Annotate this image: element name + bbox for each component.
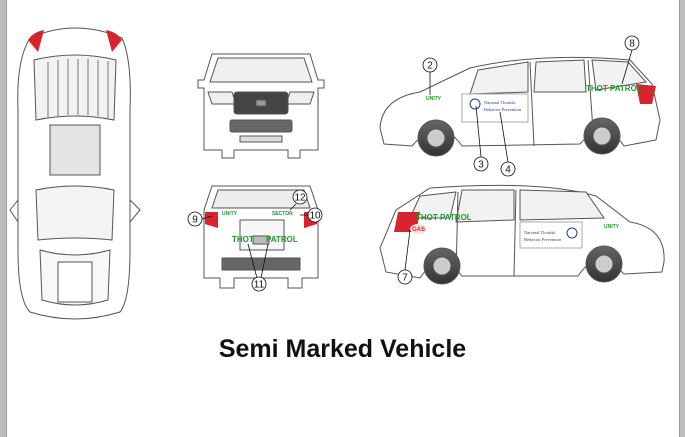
callout-12: 12 [289,189,308,211]
side-view-left [379,56,661,157]
svg-text:4: 4 [505,165,511,176]
rear-view [203,185,319,289]
callout-4: 4 [499,111,516,177]
decal-org-line2-right: Behavior Prevention [524,237,562,242]
decal-org-line1-right: National Thottish [524,230,556,235]
callout-10: 10 [300,207,323,223]
decal-org-line1-left: National Thottish [484,100,516,105]
decal-thot-patrol-side-left: THOT PATROL [586,84,642,93]
decal-sector-rear: SECTOR [272,211,293,217]
callout-11: 11 [247,243,269,292]
decals: THOT PATROL UNITY National Thottish Beha… [222,84,642,244]
svg-text:9: 9 [192,215,198,226]
decal-thot-patrol-side-right: THOT PATROL [416,213,472,222]
decal-unity-rear: UNITY [222,211,238,217]
side-view-right [379,184,665,285]
svg-text:7: 7 [402,273,408,284]
page-title: Semi Marked Vehicle [218,335,467,363]
svg-text:3: 3 [478,160,484,171]
decal-thot-rear: THOT [232,235,254,244]
decal-unity-side-left: UNITY [426,96,442,102]
callout-3: 3 [473,105,489,172]
svg-text:8: 8 [629,39,635,50]
decal-org-line2-left: Behavior Prevention [484,107,522,112]
svg-text:11: 11 [254,280,265,291]
callout-9: 9 [187,211,213,227]
decal-patrol-rear: PATROL [266,235,298,244]
callout-8: 8 [621,35,640,85]
callout-2: 2 [422,57,438,95]
svg-text:2: 2 [427,61,433,72]
decal-unity-side-right: UNITY [604,224,620,230]
decal-gas: GAS [412,227,425,233]
front-view [197,53,325,159]
svg-text:12: 12 [294,193,306,204]
callout-7: 7 [397,229,413,285]
callouts: 2 3 4 7 8 9 10 [187,35,640,292]
svg-text:10: 10 [309,211,321,222]
top-view [9,27,141,320]
